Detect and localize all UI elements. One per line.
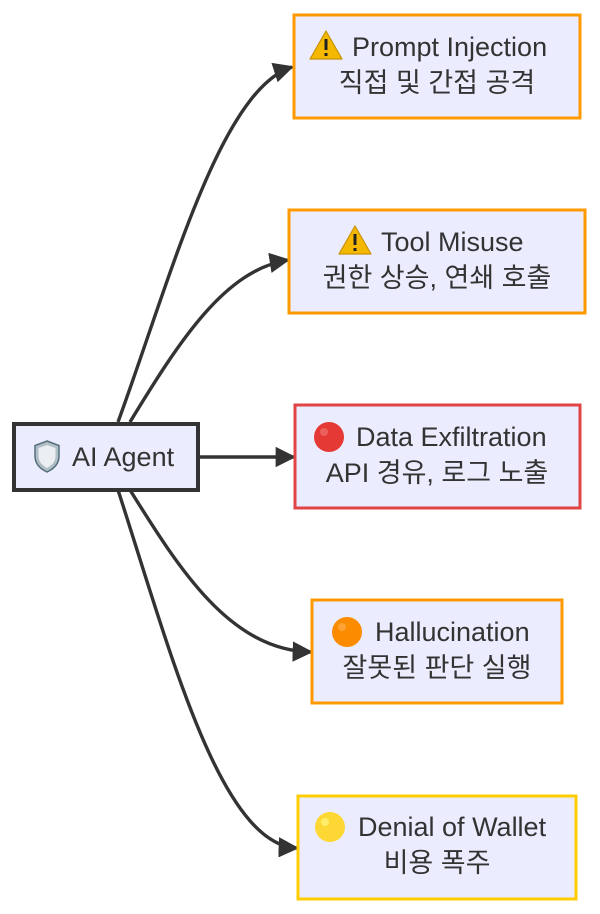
warning-icon bbox=[338, 225, 372, 255]
node-ai-agent[interactable]: AI Agent bbox=[12, 422, 200, 492]
node-prompt-injection[interactable]: Prompt Injection 직접 및 간접 공격 bbox=[292, 13, 582, 120]
node-subtitle: 잘못된 판단 실행 bbox=[343, 653, 532, 683]
red-circle-icon bbox=[314, 422, 344, 452]
node-box bbox=[293, 403, 582, 510]
node-denial-of-wallet[interactable]: Denial of Wallet 비용 폭주 bbox=[296, 794, 578, 901]
node-subtitle: 비용 폭주 bbox=[384, 848, 491, 878]
node-title: Hallucination bbox=[375, 617, 530, 647]
edge-tool-misuse bbox=[128, 252, 291, 423]
node-label: AI Agent bbox=[72, 442, 175, 472]
orange-circle-icon bbox=[332, 617, 362, 647]
node-data-exfiltration[interactable]: Data Exfiltration API 경유, 로그 노출 bbox=[293, 403, 582, 510]
node-subtitle: API 경유, 로그 노출 bbox=[326, 458, 549, 488]
node-subtitle: 직접 및 간접 공격 bbox=[339, 68, 535, 98]
edge-denial-of-wallet bbox=[116, 489, 300, 858]
warning-icon bbox=[309, 30, 343, 60]
node-title: Prompt Injection bbox=[352, 32, 547, 62]
edges bbox=[116, 62, 314, 858]
edge-prompt-injection bbox=[116, 62, 294, 423]
node-hallucination[interactable]: Hallucination 잘못된 판단 실행 bbox=[310, 598, 564, 705]
yellow-circle-icon bbox=[315, 812, 345, 842]
node-box bbox=[292, 13, 582, 120]
node-box bbox=[310, 598, 564, 705]
node-subtitle: 권한 상승, 연쇄 호출 bbox=[323, 263, 552, 293]
node-title: Denial of Wallet bbox=[358, 812, 547, 842]
node-title: Tool Misuse bbox=[381, 227, 524, 257]
edge-hallucination bbox=[128, 489, 314, 662]
node-title: Data Exfiltration bbox=[356, 422, 547, 452]
shield-icon bbox=[34, 440, 60, 473]
node-box bbox=[287, 208, 587, 315]
node-box bbox=[296, 794, 578, 901]
node-tool-misuse[interactable]: Tool Misuse 권한 상승, 연쇄 호출 bbox=[287, 208, 587, 315]
